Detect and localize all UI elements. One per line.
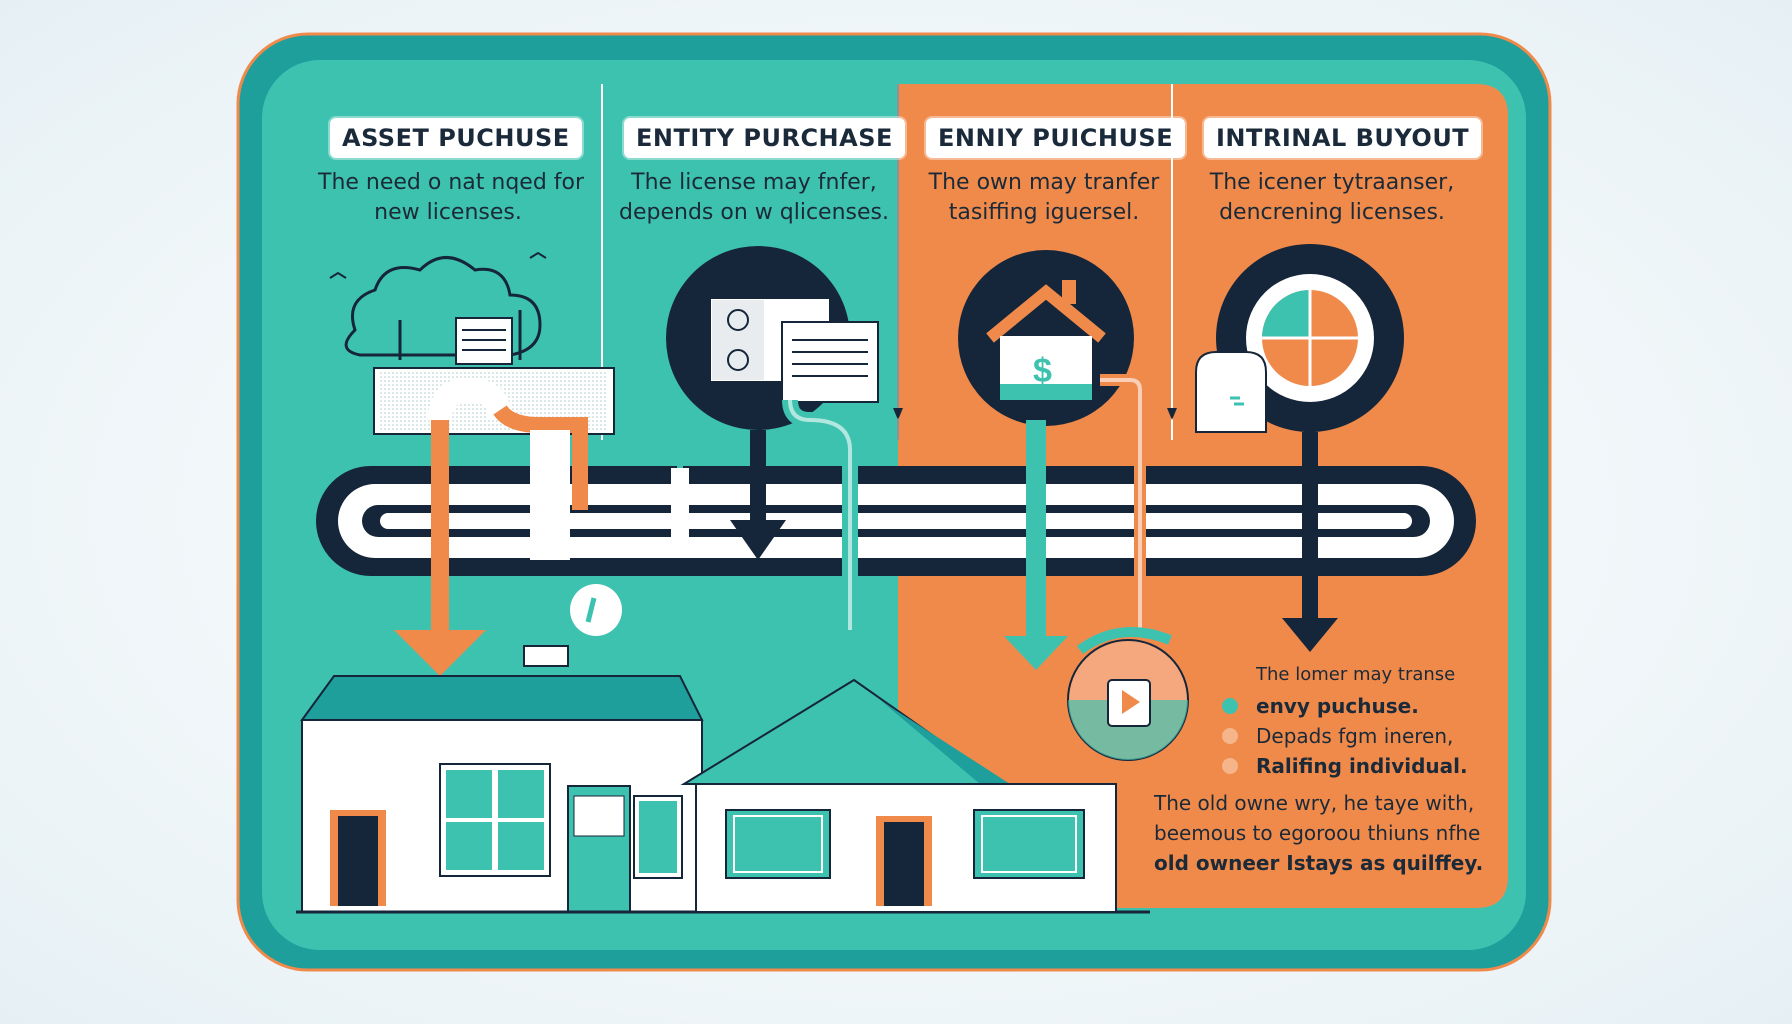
column-desc-line: The icener tytraanser,	[1209, 170, 1455, 195]
column-desc-line: new licenses.	[374, 200, 522, 225]
side-panel-heading: The lomer may transe	[1256, 664, 1456, 685]
house-dollar-icon: $	[958, 250, 1134, 426]
column-desc-line: The own may tranfer	[928, 170, 1160, 195]
bullet-item-2: Depads fgm ineren,	[1256, 724, 1454, 748]
column-desc-internal: The icener tytraanser, dencrening licens…	[1194, 168, 1470, 228]
note-line: The old owne wry, he taye with,	[1154, 791, 1475, 815]
column-title-entity: ENTITY PURCHASE	[624, 118, 905, 158]
bullet-dot	[1222, 728, 1238, 744]
note-line: old owneer Istays as quilffey.	[1154, 851, 1484, 875]
column-desc-entity: The license may fnfer, depends on w qlic…	[614, 168, 894, 228]
bullet-item-3: Ralifing individual.	[1256, 754, 1468, 778]
column-title-enniy: ENNIY PUICHUSE	[926, 118, 1186, 158]
bullet-dot	[1222, 698, 1238, 714]
column-desc-line: tasiffing iguersel.	[948, 200, 1140, 225]
entity-icon	[666, 246, 879, 430]
column-desc-asset: The need o nat nqed for new licenses.	[318, 168, 585, 228]
house-right	[680, 678, 1117, 913]
side-panel-note: The old owne wry, he taye with, beemous …	[1154, 788, 1483, 878]
column-desc-line: dencrening licenses.	[1219, 200, 1445, 225]
column-desc-line: The license may fnfer,	[631, 170, 877, 195]
bullet-item-1: envy puchuse.	[1256, 694, 1419, 718]
play-icon	[1067, 627, 1189, 761]
dollar-icon: $	[1033, 352, 1052, 390]
column-desc-enniy: The own may tranfer tasiffing iguersel.	[914, 168, 1174, 228]
column-desc-line: The need o nat nqed for	[318, 170, 585, 195]
target-icon	[1216, 244, 1404, 432]
column-title-internal: INTRINAL BUYOUT	[1204, 118, 1482, 158]
column-title-asset: ASSET PUCHUSE	[330, 118, 582, 158]
column-desc-line: depends on w qlicenses.	[619, 200, 889, 225]
bullet-dot	[1222, 758, 1238, 774]
note-line: beemous to egoroou thiuns nfhe	[1154, 821, 1481, 845]
house-left	[296, 645, 1150, 914]
